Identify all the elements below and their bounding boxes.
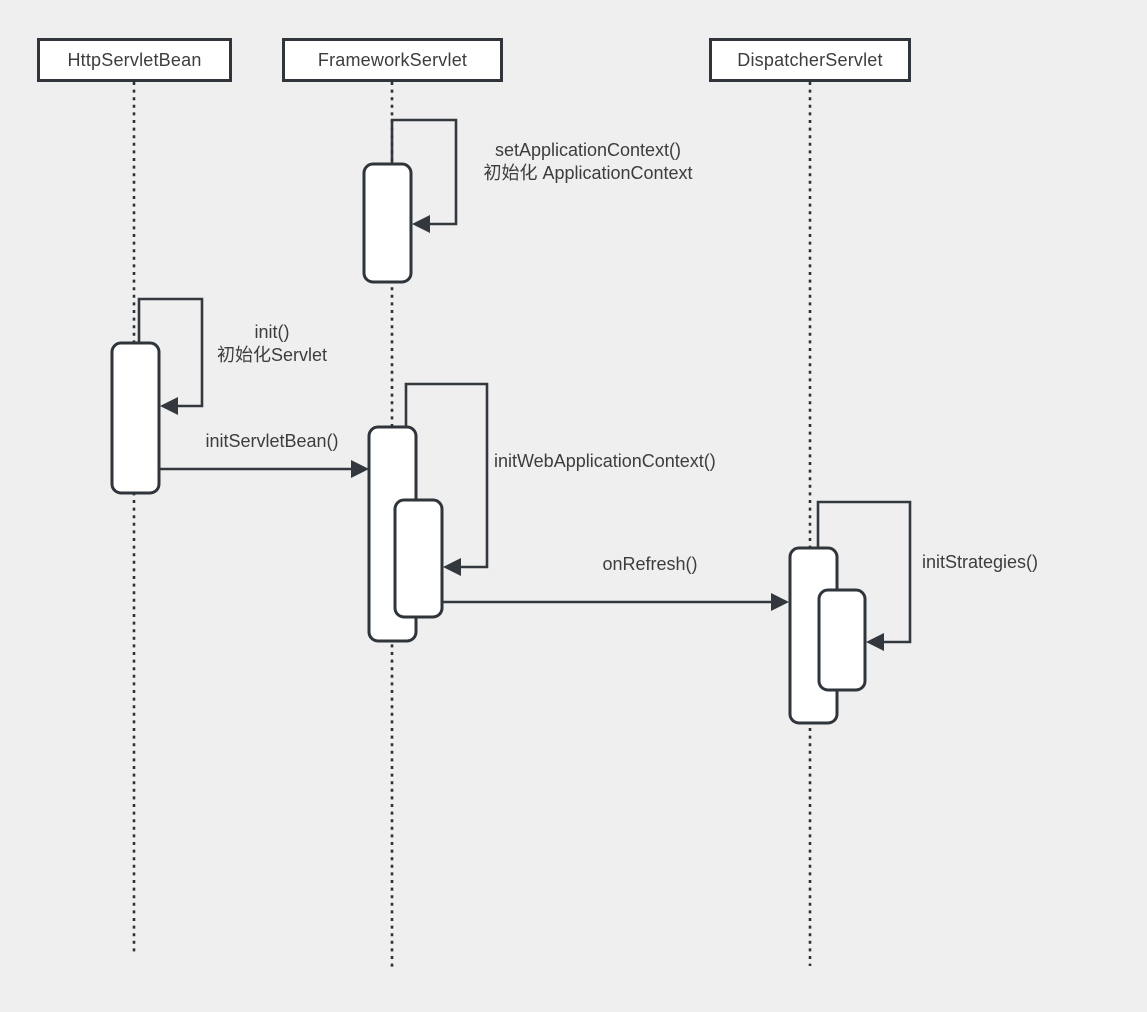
activation-dispatcherservlet-initstrategies [817,588,867,692]
message-label-setapplicationcontext: setApplicationContext() 初始化 ApplicationC… [483,140,693,183]
actor-label: FrameworkServlet [317,49,468,70]
arrowhead-icon [443,558,461,576]
message-label-initservletbean: initServletBean() [205,431,339,451]
actor-label: HttpServletBean [67,49,202,70]
self-call-line-setapplicationcontext [390,118,458,226]
actor-dispatcherservlet: DispatcherServlet [709,38,911,82]
activation-httpservletbean-init [110,341,161,495]
arrowhead-icon [866,633,884,651]
activation-frameworkservlet-setcontext [362,162,413,284]
actor-frameworkservlet: FrameworkServlet [282,38,503,82]
message-label-initwebapplicationcontext: initWebApplicationContext() [494,451,716,471]
actor-httpservletbean: HttpServletBean [37,38,232,82]
arrowhead-icon [412,215,430,233]
arrowhead-icon [160,397,178,415]
self-call-line-init [137,297,204,408]
message-label-onrefresh: onRefresh() [602,554,698,574]
message-label-initstrategies: initStrategies() [922,552,1039,572]
arrowhead-icon [771,593,789,611]
arrowhead-icon [351,460,369,478]
actor-label: DispatcherServlet [737,49,883,70]
self-call-line-initstrategies [816,500,912,644]
activation-frameworkservlet-initwebappcontext [393,498,444,619]
message-label-init: init() 初始化Servlet [216,322,328,365]
self-call-line-initwebapplicationcontext [404,382,489,569]
